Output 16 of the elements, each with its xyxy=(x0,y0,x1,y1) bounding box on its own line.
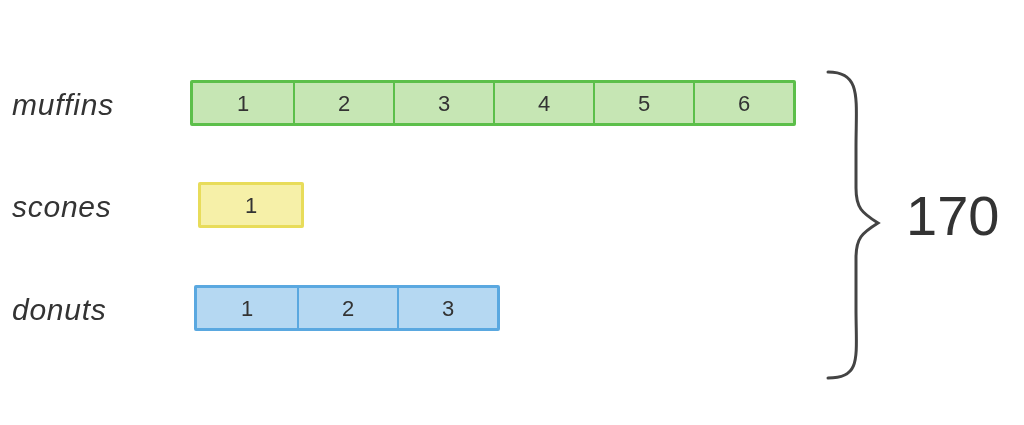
segment-number: 2 xyxy=(337,89,351,118)
segment-number: 5 xyxy=(637,89,651,118)
segment-number: 6 xyxy=(737,89,751,118)
segment-number: 1 xyxy=(236,89,250,118)
tape-bar xyxy=(194,285,500,331)
segment-number: 1 xyxy=(244,191,258,220)
total-label: 170 xyxy=(906,183,1000,249)
segment-number: 1 xyxy=(240,294,254,323)
row-label: scones xyxy=(12,189,112,225)
segment-number: 3 xyxy=(437,89,451,118)
segment-number: 3 xyxy=(441,294,455,323)
tape-bar xyxy=(190,80,796,126)
row-label: donuts xyxy=(12,292,107,328)
segment-number: 4 xyxy=(537,89,551,118)
row-label: muffins xyxy=(12,87,114,123)
segment-number: 2 xyxy=(341,294,355,323)
